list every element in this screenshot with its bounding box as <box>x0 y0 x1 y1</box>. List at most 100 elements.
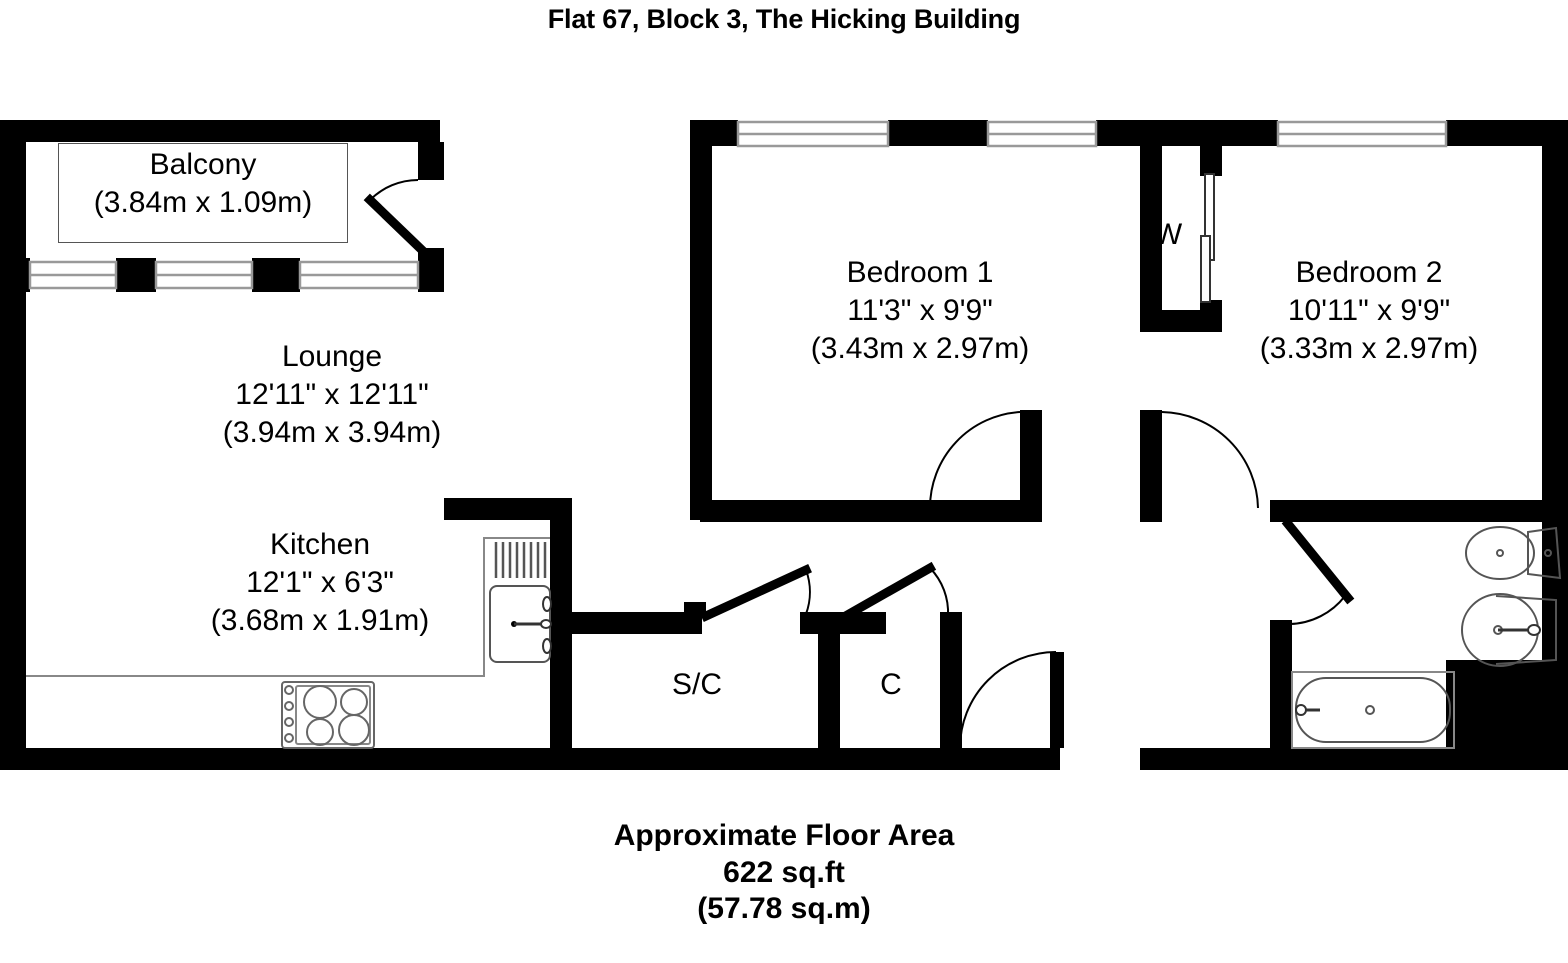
wall-bathroom-left <box>1270 620 1292 770</box>
lounge-imperial: 12'11" x 12'11" <box>235 378 429 412</box>
kitchen-hob-knob-1 <box>284 685 294 695</box>
kitchen-hob-knob-3 <box>284 717 294 727</box>
door-leaf-bathroom <box>1281 517 1355 605</box>
basin-counter <box>1495 595 1557 665</box>
wall-top-bed-1 <box>690 120 738 146</box>
bedroom1-metric: (3.43m x 2.97m) <box>810 332 1030 366</box>
door-arc-balcony <box>369 179 419 201</box>
room-label-bedroom2: Bedroom 2 10'11" x 9'9" (3.33m x 2.97m) <box>1196 254 1542 368</box>
wall-outer-right <box>1542 120 1568 770</box>
kitchen-hob-knob-2 <box>284 701 294 711</box>
wall-balcony-top <box>0 120 440 142</box>
door-leaf-balcony <box>363 193 431 259</box>
kitchen-tap-hot <box>542 596 552 612</box>
balcony-metric: (3.84m x 1.09m) <box>93 186 313 220</box>
room-label-lounge: Lounge 12'11" x 12'11" (3.94m x 3.94m) <box>142 338 522 452</box>
wall-c-right <box>940 612 962 750</box>
kitchen-sink-drainer-grooves <box>494 542 547 578</box>
bath-tap <box>1295 704 1307 716</box>
wall-top-bed-3 <box>1096 120 1278 146</box>
wall-sc-door-jamb <box>684 602 706 614</box>
floor-area-imperial: 622 sq.ft <box>723 855 845 889</box>
wall-bedroom1-bottom <box>700 500 1030 522</box>
bathroom-fixtures <box>1291 526 1562 749</box>
balcony-label-box <box>58 143 348 243</box>
wall-lounge-top-left-jamb <box>0 258 30 292</box>
room-label-balcony: Balcony (3.84m x 1.09m) <box>38 146 368 222</box>
wall-hall-top-left <box>572 612 702 634</box>
bedroom1-imperial: 11'3" x 9'9" <box>847 294 993 328</box>
wall-c-top <box>800 612 886 634</box>
windows <box>28 120 1448 290</box>
toilet-bowl <box>1465 526 1535 580</box>
wall-lounge-bedroom1-divider <box>690 142 712 520</box>
doors <box>363 179 1355 749</box>
door-arc-sc <box>805 569 811 615</box>
door-arc-bathroom <box>1289 595 1346 625</box>
wall-wardrobe-bottom-jamb <box>1200 300 1222 332</box>
wall-outer-bottom-right <box>1150 748 1568 770</box>
toilet-flush <box>1544 549 1552 557</box>
basin-tap <box>1527 624 1541 636</box>
toilet-bowl-hole <box>1496 549 1504 557</box>
bedroom2-name: Bedroom 2 <box>1295 256 1443 289</box>
door-arc-c <box>929 567 950 617</box>
page-title: Flat 67, Block 3, The Hicking Building <box>547 4 1021 34</box>
wall-wardrobe-top-jamb <box>1200 142 1222 176</box>
wall-wardrobe-left <box>1140 142 1162 332</box>
wall-balcony-right-upper <box>418 142 444 180</box>
wall-window-mullion-1 <box>116 258 156 292</box>
wall-entrance-door-jamb <box>1050 652 1064 748</box>
wardrobe-slider-bottom <box>1200 235 1211 303</box>
kitchen-fixtures <box>26 537 552 749</box>
wall-kitchen-right <box>550 498 572 750</box>
kitchen-hob-burner-4 <box>338 714 370 746</box>
door-leaf-sc <box>700 564 812 622</box>
door-arc-entrance <box>959 651 1057 749</box>
floor-area-heading: Approximate Floor Area <box>613 819 955 852</box>
bath-plughole <box>1365 705 1375 715</box>
kitchen-worktop <box>26 537 550 677</box>
kitchen-imperial: 12'1" x 6'3" <box>246 566 394 600</box>
floor-area-metric: (57.78 sq.m) <box>697 892 871 926</box>
kitchen-hob-knob-4 <box>284 733 294 743</box>
lounge-metric: (3.94m x 3.94m) <box>222 416 442 450</box>
toilet-cistern <box>1527 526 1562 580</box>
room-label-cupboard: C <box>880 668 902 701</box>
balcony-name: Balcony <box>149 148 257 181</box>
wall-outer-left <box>0 120 26 770</box>
kitchen-tap-cold <box>542 638 552 654</box>
walls <box>0 120 1568 770</box>
wall-bedroom2-door-jamb <box>1140 410 1162 522</box>
wall-outer-bottom-left <box>0 748 1060 770</box>
wall-window-mullion-2 <box>252 258 300 292</box>
room-label-wardrobe: W <box>1153 218 1183 251</box>
kitchen-hob-burner-1 <box>303 685 337 719</box>
bedroom1-name: Bedroom 1 <box>846 256 994 289</box>
door-leaf-c <box>835 561 937 625</box>
kitchen-hob-inner <box>295 685 371 745</box>
wall-bedroom1-door-jamb <box>1020 410 1042 522</box>
wall-bedroom2-bottom <box>1270 500 1542 522</box>
kitchen-sink-tap <box>540 619 552 629</box>
wall-bathroom-door-jamb <box>1270 500 1292 522</box>
bedroom2-metric: (3.33m x 2.97m) <box>1259 332 1479 366</box>
bedroom2-imperial: 10'11" x 9'9" <box>1287 294 1451 328</box>
kitchen-hob-burner-2 <box>340 688 368 716</box>
wall-top-bed-2 <box>888 120 988 146</box>
room-label-bedroom1: Bedroom 1 11'3" x 9'9" (3.43m x 2.97m) <box>752 254 1088 368</box>
floor-area-summary: Approximate Floor Area 622 sq.ft (57.78 … <box>0 818 1568 928</box>
wall-lounge-top-right <box>418 258 444 292</box>
wall-kitchen-top <box>444 498 572 520</box>
door-arc-bedroom1 <box>928 411 1021 509</box>
kitchen-metric: (3.68m x 1.91m) <box>210 604 430 638</box>
door-arc-bedroom2 <box>1161 411 1259 509</box>
room-label-kitchen: Kitchen 12'1" x 6'3" (3.68m x 1.91m) <box>150 526 490 640</box>
lounge-name: Lounge <box>281 340 383 373</box>
wall-sc-right <box>818 612 840 750</box>
wall-bathroom-corner-block <box>1446 660 1542 750</box>
kitchen-hob-burner-3 <box>306 718 334 746</box>
wardrobe-sliding-doors <box>1200 173 1215 303</box>
